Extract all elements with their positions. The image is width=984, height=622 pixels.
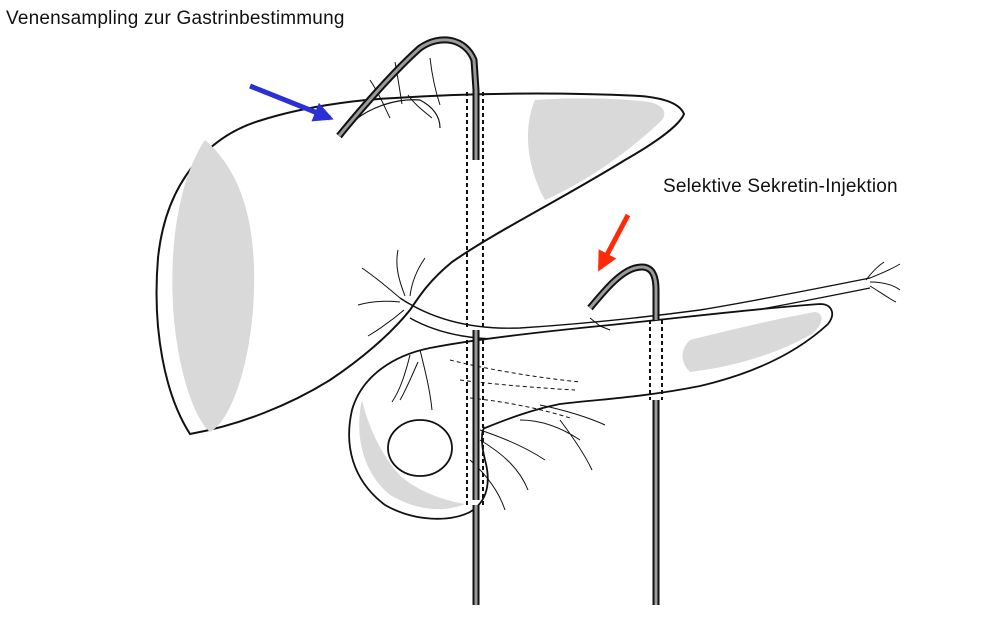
splenic-branches: [866, 262, 900, 302]
venous-sampling-label: Venensampling zur Gastrinbestimmung: [6, 8, 345, 30]
catheter-secretin: [590, 267, 662, 605]
secretin-injection-label: Selektive Sekretin-Injektion: [663, 176, 898, 198]
pancreas: [430, 304, 833, 428]
duodenal-lumen: [388, 420, 452, 476]
secretin-injection-arrow: [600, 215, 628, 268]
